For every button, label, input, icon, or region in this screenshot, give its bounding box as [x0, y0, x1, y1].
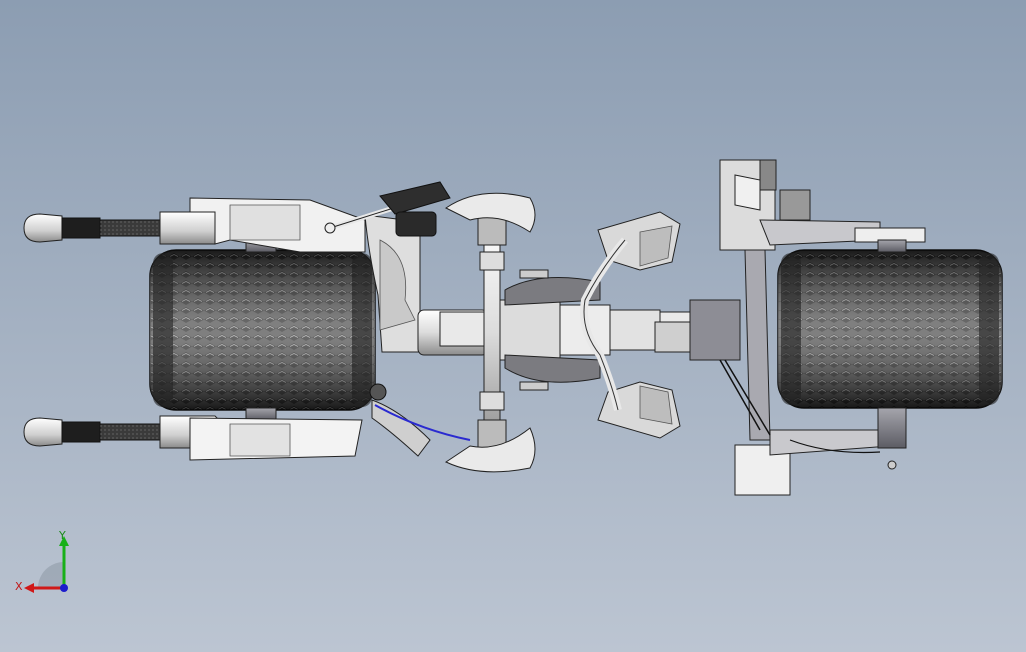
triad-plane: [38, 562, 64, 588]
y-axis-label: Y: [58, 530, 66, 542]
z-axis-dot: [60, 584, 68, 592]
front-tire[interactable]: [777, 249, 1003, 409]
y-axis-head: [59, 536, 69, 546]
orientation-triad: Y X: [15, 530, 69, 593]
handlebar-grip-lower[interactable]: [597, 381, 681, 439]
lower-exhaust[interactable]: [23, 415, 363, 461]
rear-shock-lower[interactable]: [369, 383, 471, 457]
front-fork-assembly[interactable]: [444, 192, 536, 473]
rear-shock-upper[interactable]: [324, 181, 451, 237]
handlebar-grip-upper[interactable]: [597, 211, 681, 271]
front-axle-lower: [877, 407, 907, 449]
x-axis-label: X: [15, 580, 23, 593]
x-axis-head: [24, 583, 34, 593]
rear-axle-lower: [245, 407, 277, 421]
upper-exhaust[interactable]: [23, 197, 366, 253]
front-steering-block[interactable]: [719, 159, 926, 496]
rear-tire[interactable]: [149, 249, 376, 411]
front-axle-upper: [877, 239, 907, 253]
